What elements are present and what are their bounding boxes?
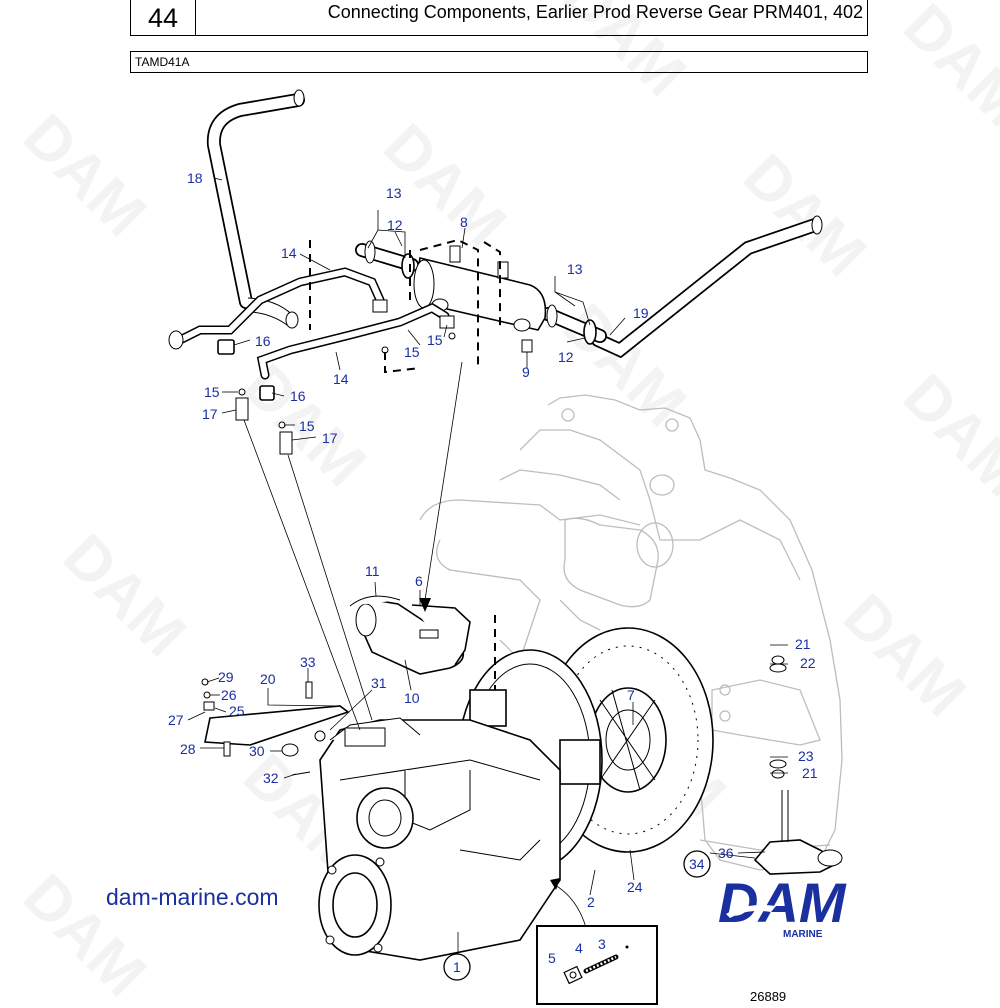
callout-16: 16: [290, 388, 306, 404]
oil-pipe-14-upper: [168, 267, 388, 350]
callout-15: 15: [404, 344, 420, 360]
callout-15: 15: [204, 384, 220, 400]
callout-31: 31: [371, 675, 387, 691]
website-link[interactable]: dam-marine.com: [106, 884, 279, 910]
callout-34: 34: [689, 856, 705, 872]
callout-9: 9: [522, 364, 530, 380]
dam-marine-logo: DAM: [718, 872, 847, 934]
callout-14: 14: [333, 371, 349, 387]
callout-27: 27: [168, 712, 184, 728]
callout-12: 12: [558, 349, 574, 365]
engine-mount-36: [753, 655, 843, 875]
callout-leaders: [187, 177, 788, 960]
oil-cooler-8: [413, 245, 547, 332]
logo-subtext: MARINE: [783, 929, 823, 940]
oil-pipe-14-lower: [256, 302, 455, 380]
callout-5: 5: [548, 950, 556, 966]
hose-18: [206, 89, 305, 329]
callout-labels: 18 14 13 12 8 13 19 12 9 15 15 14 16 16 …: [168, 170, 818, 910]
watermark-text: DAM: [10, 861, 159, 1000]
logo-text: DAM: [718, 872, 847, 934]
hose-clamp-assembly-right: [541, 304, 607, 345]
assembly-guides: [309, 238, 501, 690]
watermark-text: DAM: [10, 101, 159, 250]
document-reference: 26889: [750, 989, 787, 1004]
callout-30: 30: [249, 743, 265, 759]
hose-19: [591, 215, 823, 359]
callout-1: 1: [453, 959, 461, 975]
assembly-arrow: [419, 361, 589, 936]
callout-17: 17: [322, 430, 338, 446]
model-label: TAMD41A: [130, 51, 868, 73]
callout-18: 18: [187, 170, 203, 186]
callout-14: 14: [281, 245, 297, 261]
callout-16: 16: [255, 333, 271, 349]
callout-13: 13: [386, 185, 402, 201]
page-title: Connecting Components, Earlier Prod Reve…: [327, 2, 863, 22]
callout-3: 3: [598, 936, 606, 952]
callout-26: 26: [221, 687, 237, 703]
callout-7: 7: [627, 687, 635, 703]
callout-13: 13: [567, 261, 583, 277]
callout-11: 11: [365, 563, 380, 579]
page-number: 44: [131, 0, 196, 35]
callout-15: 15: [427, 332, 443, 348]
fittings-16-17: [217, 332, 533, 455]
callout-28: 28: [180, 741, 196, 757]
callout-2: 2: [587, 894, 595, 910]
callout-29: 29: [218, 669, 234, 685]
reverse-gear-housing: [318, 649, 603, 961]
circled-callout-34: 34: [683, 850, 711, 878]
watermark-text: DAM: [550, 0, 699, 110]
title-bar: 44 Connecting Components, Earlier Prod R…: [130, 0, 868, 36]
callout-36: 36: [718, 845, 734, 861]
exhaust-bend-10: [349, 595, 471, 675]
callout-33: 33: [300, 654, 316, 670]
callout-24: 24: [627, 879, 643, 895]
watermark-text: DAM: [830, 581, 979, 730]
callout-20: 20: [260, 671, 276, 687]
callout-21: 21: [795, 636, 811, 652]
callout-19: 19: [633, 305, 649, 321]
watermark-text: DAM: [890, 0, 1000, 140]
watermark-text: DAM: [50, 521, 199, 670]
callout-23: 23: [798, 748, 814, 764]
watermark-text: DAM: [730, 141, 879, 290]
oil-pipe-to-gearbox: [243, 419, 373, 731]
callout-21: 21: [802, 765, 818, 781]
callout-4: 4: [575, 940, 583, 956]
callout-22: 22: [800, 655, 816, 671]
callout-12: 12: [387, 217, 403, 233]
callout-6: 6: [415, 573, 423, 589]
bolt-detail-inset: 3 4 5: [536, 925, 658, 1005]
circled-callout-1: 1: [443, 953, 471, 981]
callout-17: 17: [202, 406, 218, 422]
watermark-text: DAM: [890, 361, 1000, 510]
hose-clamp-assembly-left: [355, 240, 419, 279]
callout-25: 25: [229, 703, 245, 719]
callout-32: 32: [263, 770, 279, 786]
callout-8: 8: [460, 214, 468, 230]
callout-10: 10: [404, 690, 420, 706]
bolt-detail-drawing: 3 4 5: [548, 936, 629, 985]
callout-15: 15: [299, 418, 315, 434]
bracket-20: [201, 678, 350, 776]
